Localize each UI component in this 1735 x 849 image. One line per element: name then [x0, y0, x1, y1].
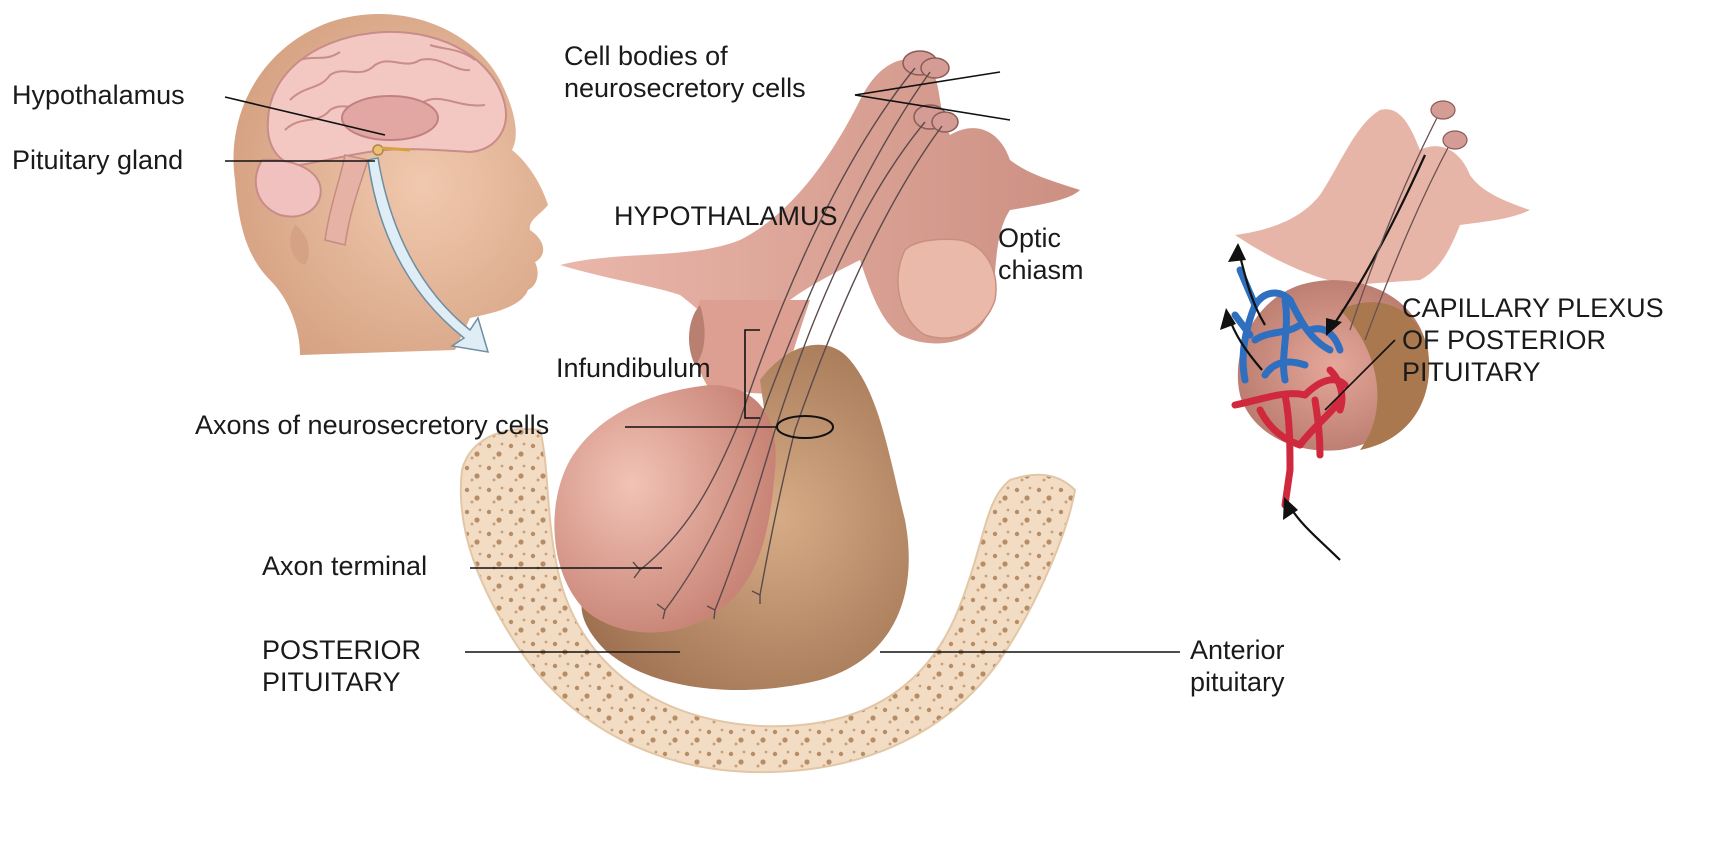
label-hypothalamus-small: Hypothalamus: [12, 79, 185, 111]
label-posterior-pituitary: POSTERIOR PITUITARY: [262, 634, 421, 698]
label-anterior-pituitary-line2: pituitary: [1190, 666, 1285, 698]
label-hypothalamus-main: HYPOTHALAMUS: [614, 200, 838, 232]
label-anterior-pituitary-line1: Anterior: [1190, 634, 1285, 666]
inset-hypothalamus: [1235, 109, 1530, 285]
inset-cell-body: [1431, 101, 1455, 119]
corpus-callosum: [342, 96, 438, 140]
inset-cell-body: [1443, 131, 1467, 149]
optic-chiasm-shape: [898, 239, 996, 338]
label-anterior-pituitary: Anterior pituitary: [1190, 634, 1285, 698]
optic-nerve-small: [382, 148, 410, 150]
label-optic-chiasm-line1: Optic: [998, 222, 1084, 254]
label-capillary-plexus: CAPILLARY PLEXUS OF POSTERIOR PITUITARY: [1402, 292, 1664, 388]
label-cell-bodies: Cell bodies of neurosecretory cells: [564, 40, 806, 104]
label-posterior-pituitary-line2: PITUITARY: [262, 666, 421, 698]
label-capillary-plexus-line1: CAPILLARY PLEXUS: [1402, 292, 1664, 324]
arrow-head: [1228, 243, 1246, 262]
label-infundibulum: Infundibulum: [556, 352, 711, 384]
pituitary-dot: [373, 145, 383, 155]
head-illustration: [233, 14, 548, 355]
label-cell-bodies-line2: neurosecretory cells: [564, 72, 806, 104]
label-axons: Axons of neurosecretory cells: [195, 409, 549, 441]
label-optic-chiasm-line2: chiasm: [998, 254, 1084, 286]
label-optic-chiasm: Optic chiasm: [998, 222, 1084, 286]
cell-body: [921, 58, 949, 78]
label-cell-bodies-line1: Cell bodies of: [564, 40, 806, 72]
label-posterior-pituitary-line1: POSTERIOR: [262, 634, 421, 666]
label-pituitary-gland: Pituitary gland: [12, 144, 183, 176]
label-axon-terminal: Axon terminal: [262, 550, 427, 582]
cell-body: [932, 112, 958, 132]
label-capillary-plexus-line3: PITUITARY: [1402, 356, 1664, 388]
label-capillary-plexus-line2: OF POSTERIOR: [1402, 324, 1664, 356]
